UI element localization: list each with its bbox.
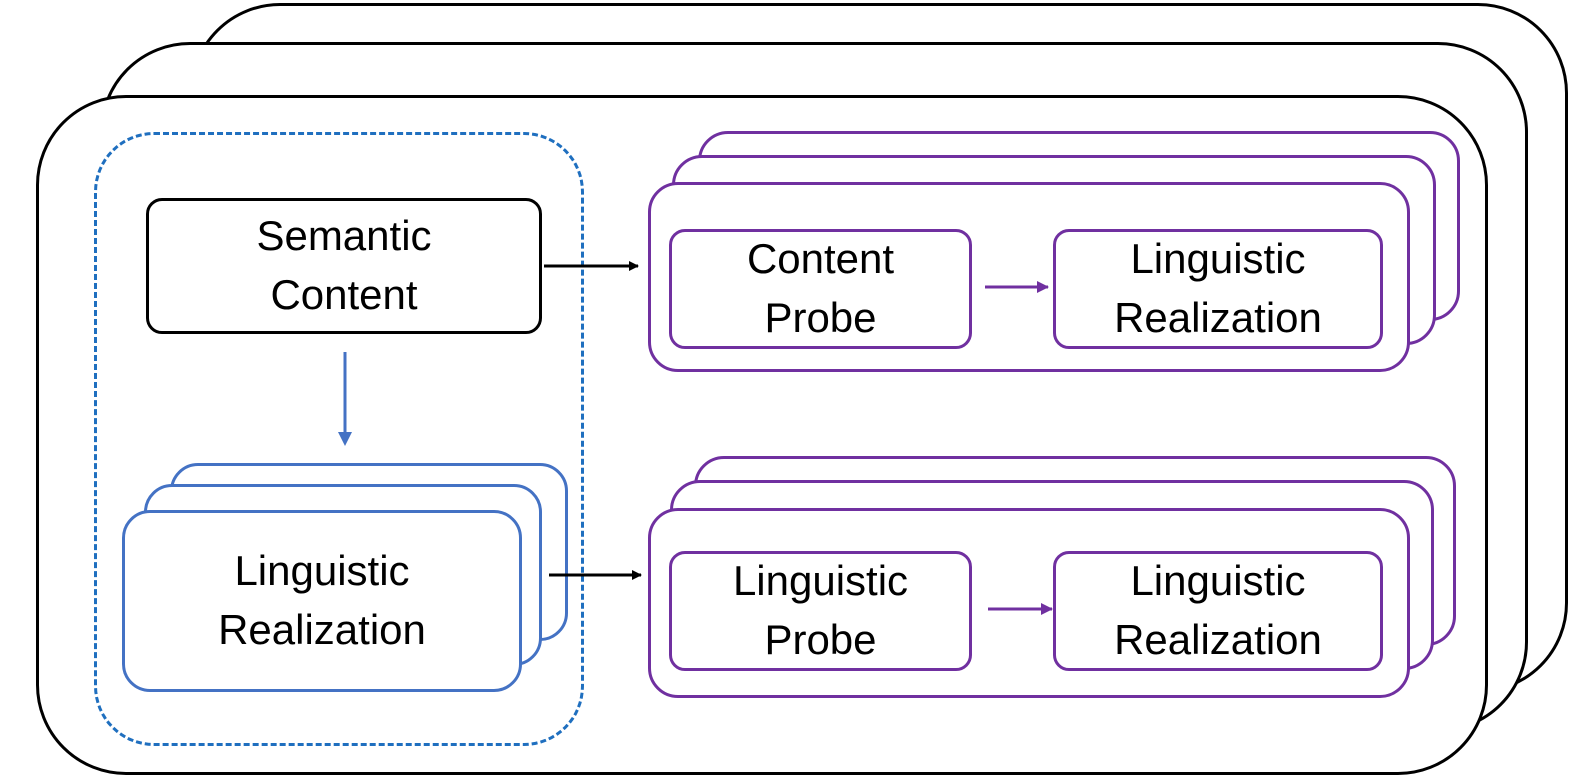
bottom-linguistic-realization-label: Linguistic Realization: [1056, 554, 1380, 668]
content-probe-box: Content Probe: [669, 229, 972, 349]
top-linguistic-realization-line1: Linguistic: [1130, 235, 1306, 283]
content-probe-line1: Content: [746, 235, 895, 283]
linguistic-realization-box: Linguistic Realization: [122, 510, 522, 692]
linguistic-realization-line2: Realization: [218, 606, 426, 653]
top-stack-front: Content Probe Linguistic Realization: [648, 182, 1410, 372]
linguistic-probe-label: Linguistic Probe: [672, 554, 969, 668]
top-linguistic-realization-label: Linguistic Realization: [1056, 232, 1380, 346]
linguistic-probe-line2: Probe: [764, 616, 877, 663]
blue-arrow-head: [338, 432, 352, 446]
bottom-linguistic-realization-line2: Realization: [1114, 616, 1322, 663]
semantic-content-box: Semantic Content: [146, 198, 542, 334]
linguistic-realization-line1: Linguistic: [234, 547, 410, 595]
dashed-group: [94, 132, 584, 746]
bottom-linguistic-realization-box: Linguistic Realization: [1053, 551, 1383, 671]
top-linguistic-realization-line2: Realization: [1114, 294, 1322, 341]
semantic-content-label: Semantic Content: [149, 201, 539, 331]
content-probe-label: Content Probe: [672, 232, 969, 346]
bottom-stack-front: Linguistic Probe Linguistic Realization: [648, 508, 1410, 698]
linguistic-probe-box: Linguistic Probe: [669, 551, 972, 671]
top-linguistic-realization-box: Linguistic Realization: [1053, 229, 1383, 349]
semantic-content-line2: Content: [270, 271, 418, 318]
semantic-content-line1: Semantic: [256, 212, 432, 260]
content-probe-line2: Probe: [764, 294, 877, 341]
linguistic-realization-label: Linguistic Realization: [125, 513, 519, 689]
bottom-linguistic-realization-line1: Linguistic: [1130, 557, 1306, 605]
linguistic-probe-line1: Linguistic: [732, 557, 909, 605]
